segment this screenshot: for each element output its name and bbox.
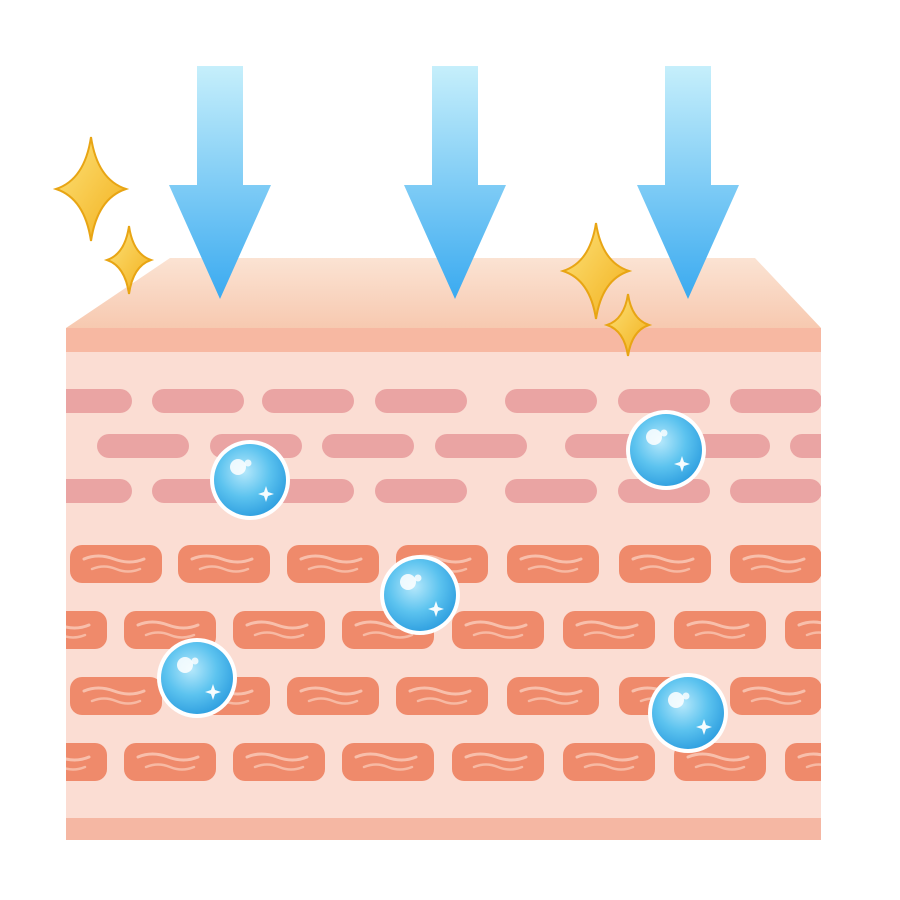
skin-surface-band [66, 328, 821, 352]
flat-cell [262, 389, 354, 413]
plump-cell [70, 677, 162, 715]
plump-cell [507, 545, 599, 583]
sparkle-icon [603, 293, 653, 357]
flat-cell [66, 389, 132, 413]
sparkle-icon [559, 222, 633, 320]
plump-cell [452, 743, 544, 781]
water-droplet-icon [380, 555, 460, 635]
flat-cell [66, 479, 132, 503]
plump-cell [287, 677, 379, 715]
plump-cell [233, 743, 325, 781]
sparkle-group [52, 136, 653, 357]
plump-cell [124, 743, 216, 781]
plump-cell [66, 611, 107, 649]
plump-cell [178, 545, 270, 583]
plump-cell [730, 545, 821, 583]
flat-cell [730, 389, 821, 413]
flat-cell [730, 479, 821, 503]
plump-cell [70, 545, 162, 583]
flat-cell [375, 479, 467, 503]
plump-cell [396, 677, 488, 715]
flat-cell [505, 479, 597, 503]
skin-bottom-band [66, 818, 821, 840]
flat-cell [618, 389, 710, 413]
water-droplet-icon [648, 673, 728, 753]
plump-cell-layers [66, 545, 821, 781]
plump-cell [452, 611, 544, 649]
arrow-group [169, 66, 739, 299]
flat-cell-layers [66, 389, 821, 503]
flat-cell [790, 434, 821, 458]
water-droplet-icon [210, 440, 290, 520]
plump-cell [342, 743, 434, 781]
plump-cell [619, 545, 711, 583]
flat-cell [97, 434, 189, 458]
down-arrow-icon [169, 66, 271, 299]
plump-cell [785, 743, 821, 781]
water-droplet-icon [157, 638, 237, 718]
plump-cell [563, 743, 655, 781]
flat-cell [152, 389, 244, 413]
flat-cell [505, 389, 597, 413]
plump-cell [507, 677, 599, 715]
flat-cell [435, 434, 527, 458]
plump-cell [287, 545, 379, 583]
down-arrow-icon [637, 66, 739, 299]
flat-cell [322, 434, 414, 458]
plump-cell [785, 611, 821, 649]
plump-cell [66, 743, 107, 781]
droplet-group [157, 410, 728, 753]
sparkle-icon [103, 225, 155, 295]
plump-cell [674, 611, 766, 649]
flat-cell [618, 479, 710, 503]
plump-cell [674, 743, 766, 781]
plump-cell [233, 611, 325, 649]
water-droplet-icon [626, 410, 706, 490]
flat-cell [375, 389, 467, 413]
sparkle-icon [52, 136, 130, 242]
plump-cell [563, 611, 655, 649]
down-arrow-icon [404, 66, 506, 299]
plump-cell [730, 677, 821, 715]
skin-block [66, 258, 821, 840]
